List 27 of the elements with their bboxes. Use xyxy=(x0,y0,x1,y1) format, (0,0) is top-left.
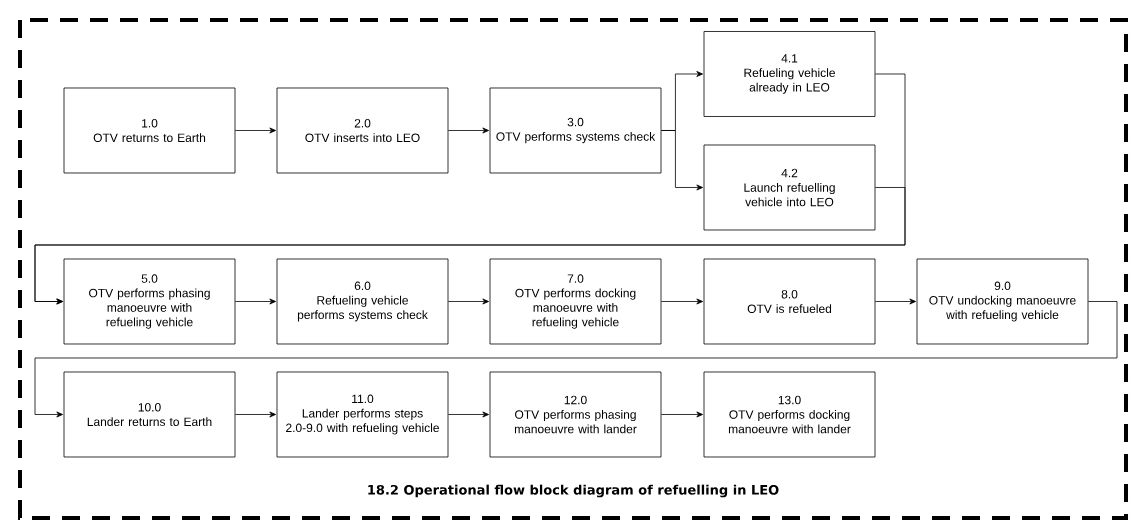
process-box: 12.0 OTV performs phasing manoeuvre with lander xyxy=(489,371,662,458)
arrow xyxy=(34,187,906,305)
arrow xyxy=(661,298,703,305)
arrow xyxy=(235,298,276,305)
arrow xyxy=(448,411,489,418)
process-box: 10.0 Lander returns to Earth xyxy=(63,371,236,458)
process-box: 2.0 OTV inserts into LEO xyxy=(276,87,449,174)
process-box: 13.0 OTV performs docking manoeuvre with lander xyxy=(703,371,876,458)
process-box: 4.1 Refueling vehicle already in LEO xyxy=(703,31,876,117)
arrow xyxy=(34,301,1118,418)
arrow xyxy=(448,127,489,134)
arrow xyxy=(661,130,703,191)
process-box: 9.0 OTV undocking manoeuvre with refueling vehicle xyxy=(916,258,1089,345)
arrow xyxy=(875,298,916,305)
caption: 18.2 Operational flow block diagram of refuelling in LEO xyxy=(368,484,779,498)
process-box: 7.0 OTV performs docking manoeuvre with refueling vehicle xyxy=(489,258,662,345)
arrow xyxy=(448,298,489,305)
arrow xyxy=(235,411,276,418)
process-box: 11.0 Lander performs steps 2.0-9.0 with refueling vehicle xyxy=(276,371,449,458)
arrow xyxy=(661,411,703,418)
process-box: 5.0 OTV performs phasing manoeuvre with refueling vehicle xyxy=(63,258,236,345)
process-box: 6.0 Refueling vehicle performs systems check xyxy=(276,258,449,345)
process-box: 3.0 OTV performs systems check xyxy=(489,87,662,174)
process-box: 8.0 OTV is refueled xyxy=(703,258,876,345)
process-box: 1.0 OTV returns to Earth xyxy=(63,87,236,174)
arrow xyxy=(235,127,276,134)
process-box: 4.2 Launch refuelling vehicle into LEO xyxy=(703,144,876,231)
